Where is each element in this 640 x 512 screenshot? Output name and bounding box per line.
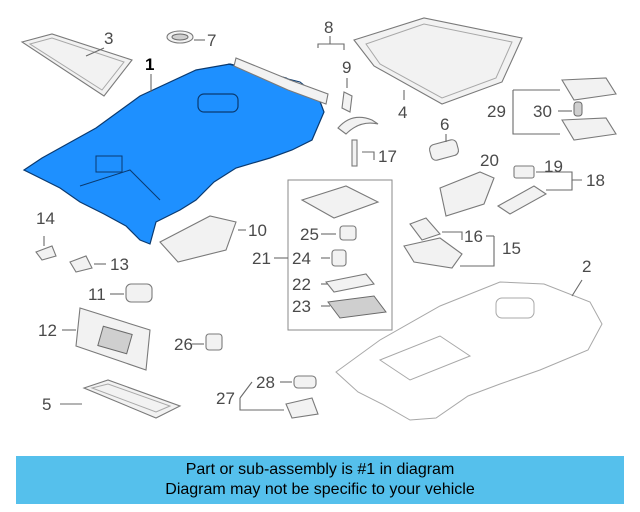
callout-28[interactable]: 28: [256, 373, 275, 392]
part-7-lamp[interactable]: [166, 30, 194, 44]
bracket-18b: [546, 180, 573, 191]
part-21-map-lamp[interactable]: [300, 185, 380, 219]
callout-23[interactable]: 23: [292, 297, 311, 316]
callout-17[interactable]: 17: [378, 147, 397, 166]
banner-line-2: Diagram may not be specific to your vehi…: [165, 481, 475, 498]
part-27-lamp[interactable]: [285, 397, 319, 419]
bracket-15: [460, 236, 495, 267]
bracket-29: [512, 90, 560, 135]
part-17-handle[interactable]: [337, 116, 379, 167]
leader-2: [571, 279, 583, 297]
callout-16[interactable]: 16: [464, 227, 483, 246]
part-12-sun-visor[interactable]: [75, 307, 151, 371]
part-24-socket[interactable]: [331, 249, 347, 267]
callout-2[interactable]: 2: [582, 257, 591, 276]
part-13-clip[interactable]: [69, 255, 93, 273]
callout-9[interactable]: 9: [342, 58, 351, 77]
callout-25[interactable]: 25: [300, 225, 319, 244]
banner-line-1: Part or sub-assembly is #1 in diagram: [185, 461, 455, 478]
part-8-grab-rail[interactable]: [233, 57, 353, 113]
callout-1[interactable]: 1: [145, 55, 154, 74]
callout-10[interactable]: 10: [248, 221, 267, 240]
callout-7[interactable]: 7: [207, 31, 216, 50]
part-14-clip[interactable]: [35, 245, 57, 261]
part-18-harness[interactable]: [496, 185, 548, 215]
callout-14[interactable]: 14: [36, 209, 55, 228]
callout-18[interactable]: 18: [586, 171, 605, 190]
part-30-bulb[interactable]: [573, 101, 583, 117]
leader-3: [85, 47, 105, 57]
callout-26[interactable]: 26: [174, 335, 193, 354]
callout-19[interactable]: 19: [544, 157, 563, 176]
callout-20[interactable]: 20: [480, 151, 499, 170]
leader-17: [362, 151, 375, 160]
callout-15[interactable]: 15: [502, 239, 521, 258]
callout-22[interactable]: 22: [292, 275, 311, 294]
part-6-lens[interactable]: [428, 139, 460, 162]
part-1-headliner-highlighted[interactable]: [22, 63, 325, 245]
part-3-panel[interactable]: [20, 33, 133, 97]
leader-27b: [239, 381, 253, 399]
part-28-bulb[interactable]: [293, 375, 317, 389]
part-29-console[interactable]: [561, 77, 617, 141]
group-box-21: [287, 179, 393, 331]
part-16-lamp-assembly[interactable]: [403, 217, 463, 269]
callout-12[interactable]: 12: [38, 321, 57, 340]
callout-30[interactable]: 30: [533, 102, 552, 121]
callout-4[interactable]: 4: [398, 103, 407, 122]
callout-21[interactable]: 21: [252, 249, 271, 268]
exploded-parts-diagram: 3 7 1 8 9 17 4 6: [20, 17, 617, 421]
part-22-lens[interactable]: [325, 273, 375, 293]
part-19-connector[interactable]: [513, 165, 535, 179]
callout-3[interactable]: 3: [104, 29, 113, 48]
callout-5[interactable]: 5: [42, 395, 51, 414]
part-23-cover[interactable]: [327, 295, 387, 319]
part-26-clip[interactable]: [205, 333, 223, 351]
info-banner: Part or sub-assembly is #1 in diagram Di…: [16, 456, 624, 504]
leader-16: [442, 231, 463, 240]
part-11-hook[interactable]: [125, 283, 153, 303]
callout-27[interactable]: 27: [216, 389, 235, 408]
bracket-8: [317, 43, 345, 50]
part-25-bulb[interactable]: [339, 225, 357, 241]
bracket-18: [536, 171, 582, 181]
bracket-27: [239, 398, 284, 411]
part-10-bracket[interactable]: [159, 215, 237, 263]
callout-8[interactable]: 8: [324, 18, 333, 37]
callout-29[interactable]: 29: [487, 102, 506, 121]
part-2-headliner-outline[interactable]: [335, 281, 603, 421]
callout-13[interactable]: 13: [110, 255, 129, 274]
part-4-roof-panel[interactable]: [353, 17, 523, 105]
callout-24[interactable]: 24: [292, 249, 311, 268]
part-5-mirror[interactable]: [82, 379, 182, 419]
callout-6[interactable]: 6: [440, 115, 449, 134]
part-20-switch[interactable]: [439, 171, 495, 217]
callout-11[interactable]: 11: [88, 285, 106, 304]
